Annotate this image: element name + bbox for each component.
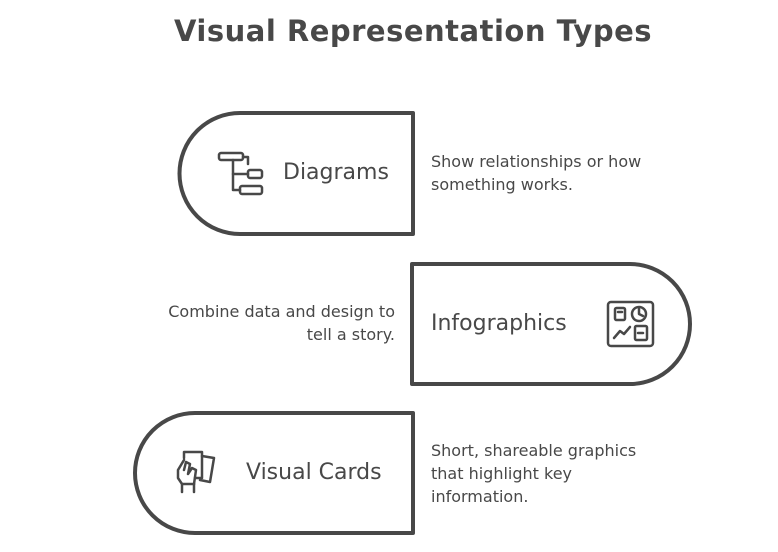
- diagrams-shape: [177, 111, 415, 236]
- infographics-description: Combine data and design to tell a story.: [168, 302, 395, 344]
- visual-cards-description: Short, shareable graphics that highlight…: [431, 441, 637, 506]
- diagram-title: Visual Representation Types: [173, 14, 653, 48]
- infographics-shape: [410, 262, 692, 386]
- infographics-label: Infographics: [431, 311, 567, 336]
- hand-holding-cards-icon: [176, 450, 216, 494]
- dashboard-icon: [606, 300, 655, 348]
- diagrams-label: Diagrams: [283, 160, 389, 185]
- visual-cards-shape: [133, 411, 415, 535]
- flowchart-icon: [217, 151, 264, 196]
- visual-cards-label: Visual Cards: [246, 460, 382, 485]
- diagrams-description: Show relationships or how something work…: [431, 152, 642, 194]
